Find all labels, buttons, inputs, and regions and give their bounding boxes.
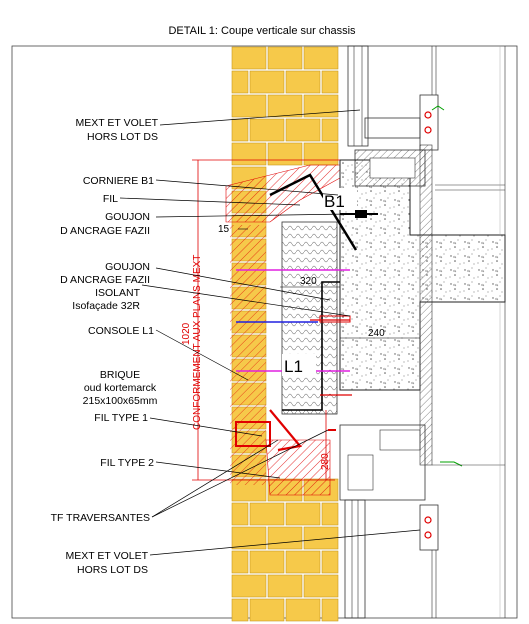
label-console: CONSOLE L1 <box>88 325 154 337</box>
brick <box>249 598 285 622</box>
brick <box>231 46 267 70</box>
brick <box>303 46 339 70</box>
brick <box>249 118 285 142</box>
brick <box>267 46 303 70</box>
brick <box>285 598 321 622</box>
brick <box>267 574 303 598</box>
brick <box>321 118 339 142</box>
labels: MEXT ET VOLET HORS LOT DS CORNIERE B1 FI… <box>51 117 159 576</box>
dim-320: 320 <box>300 276 317 287</box>
brick <box>321 502 339 526</box>
brick <box>231 142 267 166</box>
console-l1 <box>282 281 340 411</box>
label-isolant-2: Isofaçade 32R <box>72 300 140 312</box>
brick <box>231 550 249 574</box>
red-wire-details <box>235 315 352 452</box>
label-goujon2-1: GOUJON <box>105 261 150 273</box>
window-frame-top <box>347 45 445 187</box>
brick <box>231 118 249 142</box>
leader-lines <box>119 109 421 556</box>
dim-1020: 1020 <box>181 322 192 345</box>
brick <box>303 94 339 118</box>
mark-b1-box <box>323 188 357 210</box>
drawing-title: DETAIL 1: Coupe verticale sur chassis <box>168 25 356 37</box>
label-fil-type2: FIL TYPE 2 <box>100 457 154 469</box>
label-goujon1-1: GOUJON <box>105 211 150 223</box>
brick <box>231 502 249 526</box>
label-brique-3: 215x100x65mm <box>83 395 158 407</box>
brick <box>231 94 267 118</box>
brick <box>249 70 285 94</box>
mark-l1: L1 <box>284 357 303 376</box>
brick <box>303 142 339 166</box>
window-frame-bottom <box>339 424 505 619</box>
label-mext-top-1: MEXT ET VOLET <box>76 117 159 129</box>
right-structure-lines <box>435 46 506 618</box>
corniere-b1 <box>269 173 358 251</box>
label-corniere: CORNIERE B1 <box>83 175 154 187</box>
brick <box>285 70 321 94</box>
label-isolant-1: ISOLANT <box>95 287 141 299</box>
brick <box>267 94 303 118</box>
brick <box>321 550 339 574</box>
insulation-block <box>281 221 338 415</box>
brick <box>267 526 303 550</box>
label-mext-bot-1: MEXT ET VOLET <box>66 550 149 562</box>
label-goujon2-2: D ANCRAGE FAZII <box>60 274 150 286</box>
brick <box>285 502 321 526</box>
label-mext-top-2: HORS LOT DS <box>87 131 158 143</box>
label-brique-1: BRIQUE <box>100 369 140 381</box>
label-mext-bot-2: HORS LOT DS <box>77 564 148 576</box>
mark-b1: B1 <box>324 192 345 211</box>
dim-280: 280 <box>320 453 331 470</box>
dim-15: 15 <box>218 224 230 235</box>
brick <box>303 574 339 598</box>
mark-l1-box <box>282 354 316 376</box>
brick <box>303 526 339 550</box>
label-tf: TF TRAVERSANTES <box>51 512 150 524</box>
brick <box>231 526 267 550</box>
label-goujon1-2: D ANCRAGE FAZII <box>60 225 150 237</box>
brick <box>321 70 339 94</box>
dimension-lines <box>238 228 420 339</box>
brick <box>321 598 339 622</box>
brick <box>285 550 321 574</box>
brick <box>231 598 249 622</box>
brick <box>231 70 249 94</box>
brick <box>267 142 303 166</box>
inner-insulation <box>419 144 433 466</box>
label-brique-2: oud kortemarck <box>84 382 157 394</box>
vertical-note: CONFORMEMENT AUX PLANS MEXT <box>192 255 203 430</box>
red-dimension-lines <box>192 159 340 481</box>
brick <box>249 502 285 526</box>
brick <box>285 118 321 142</box>
label-fil: FIL <box>103 193 118 205</box>
dim-240: 240 <box>368 328 385 339</box>
brick <box>231 574 267 598</box>
brick <box>249 550 285 574</box>
label-fil-type1: FIL TYPE 1 <box>94 412 148 424</box>
